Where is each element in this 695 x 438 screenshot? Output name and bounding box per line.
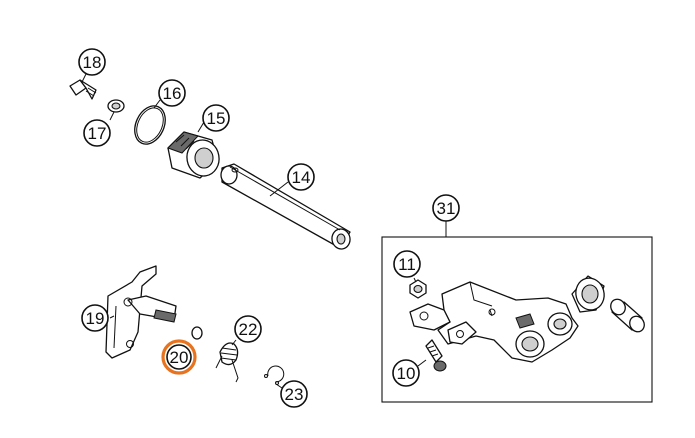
part-23-circlip[interactable] [264, 365, 285, 385]
part-20-small-ring[interactable] [191, 326, 203, 340]
callout-20-label: 20 [170, 348, 189, 367]
callout-23-label: 23 [285, 385, 304, 404]
callout-31-label: 31 [437, 199, 456, 218]
callout-14-label: 14 [292, 168, 311, 187]
part-18-screw[interactable] [69, 79, 97, 100]
callout-11-label: 11 [398, 255, 416, 274]
callout-18[interactable]: 18 [78, 48, 106, 76]
callout-17-label: 17 [88, 124, 107, 143]
part-14-shaft[interactable] [220, 163, 352, 250]
callout-19-label: 19 [86, 309, 105, 328]
callout-11[interactable]: 11 [393, 250, 421, 278]
callout-10[interactable]: 10 [392, 359, 420, 387]
part-31-roller[interactable] [571, 275, 608, 313]
callout-22[interactable]: 22 [234, 315, 262, 343]
part-10-bolt[interactable] [425, 339, 447, 372]
callout-16[interactable]: 16 [158, 79, 186, 107]
callout-20-highlighted[interactable]: 20 [161, 339, 197, 375]
part-16-o-ring[interactable] [129, 101, 171, 149]
callout-15-label: 15 [207, 109, 226, 128]
callout-23[interactable]: 23 [280, 380, 308, 408]
callout-14[interactable]: 14 [287, 163, 315, 191]
callout-10-label: 10 [397, 364, 416, 383]
callout-15[interactable]: 15 [202, 104, 230, 132]
part-31-sleeve[interactable] [608, 297, 647, 335]
part-15-bushing[interactable] [167, 131, 222, 179]
callout-31[interactable]: 31 [432, 194, 460, 222]
part-11-nut[interactable] [409, 279, 427, 299]
callout-18-label: 18 [83, 53, 102, 72]
part-31-assembly-frame[interactable] [381, 221, 653, 403]
part-31-lever-body[interactable] [409, 281, 579, 363]
part-19-bracket[interactable] [105, 265, 177, 359]
callout-16-label: 16 [163, 84, 182, 103]
part-22-spring[interactable] [215, 342, 239, 383]
part-17-nut[interactable] [107, 99, 125, 113]
leader-lines [81, 73, 427, 389]
callout-22-label: 22 [239, 320, 258, 339]
callout-19[interactable]: 19 [81, 304, 109, 332]
callout-17[interactable]: 17 [83, 119, 111, 147]
